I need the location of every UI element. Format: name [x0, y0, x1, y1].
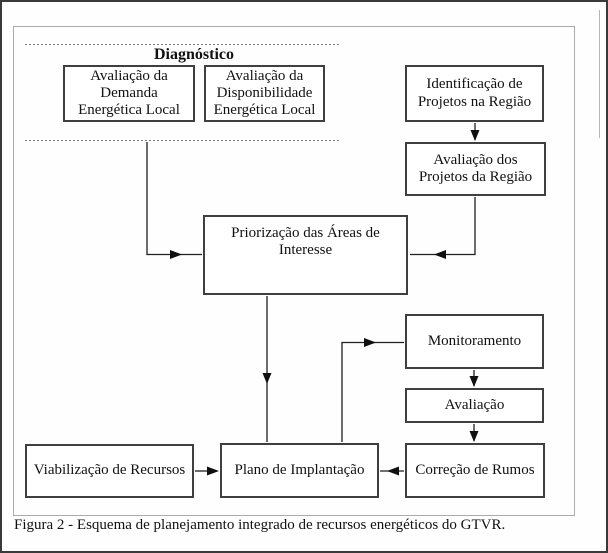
node-viabilizacao-recursos: Viabilização de Recursos — [25, 444, 194, 498]
dashed-separator-bottom — [25, 140, 339, 141]
node-plano-implantacao: Plano de Implantação — [220, 443, 379, 498]
figure-caption: Figura 2 - Esquema de planejamento integ… — [14, 517, 506, 533]
node-correcao-rumos: Correção de Rumos — [405, 443, 545, 498]
diagnostico-group-label: Diagnóstico — [154, 46, 234, 63]
node-avaliacao-demanda: Avaliação da Demanda Energética Local — [63, 65, 195, 122]
node-monitoramento: Monitoramento — [405, 314, 544, 369]
dashed-separator-top — [25, 44, 339, 45]
node-avaliacao-projetos: Avaliação dos Projetos da Região — [405, 142, 546, 196]
node-avaliacao: Avaliação — [405, 388, 544, 423]
page-edge-line — [599, 10, 600, 138]
inner-frame — [13, 26, 575, 516]
node-priorizacao-areas: Priorização das Áreas de Interesse — [203, 215, 408, 295]
node-avaliacao-disponibilidade: Avaliação da Disponibilidade Energética … — [204, 65, 325, 122]
node-identificacao-projetos: Identificação de Projetos na Região — [405, 65, 544, 122]
